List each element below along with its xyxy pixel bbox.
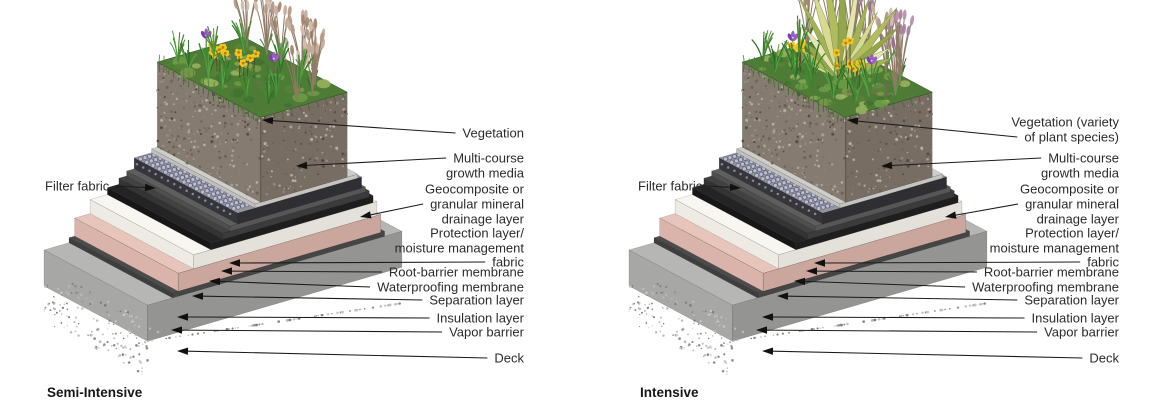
label-protection-line0: Protection layer/ [430, 226, 524, 241]
leader-drainage [955, 203, 1019, 216]
label-protection-line0: Protection layer/ [1025, 226, 1119, 241]
arrowhead-root_barrier-icon [221, 267, 232, 275]
label-filter-fabric: Filter fabric [45, 179, 110, 194]
leader-root_barrier [816, 270, 977, 273]
arrowhead-vapor_barrier-icon [171, 326, 182, 334]
leader-insulation [772, 316, 1025, 319]
label-filter-fabric: Filter fabric [638, 179, 703, 194]
arrowhead-separation-icon [192, 292, 204, 300]
arrowhead-waterproofing-icon [209, 277, 221, 286]
leader-deck [187, 350, 488, 359]
arrowhead-deck-icon [177, 347, 189, 355]
label-drainage-line2: drainage layer [1037, 212, 1120, 227]
leader-deck [772, 350, 1083, 359]
arrowhead-protection-icon [814, 259, 825, 267]
label-drainage-line2: drainage layer [442, 212, 525, 227]
leader-insulation [187, 316, 430, 319]
leader-growth_media [306, 157, 447, 166]
leader-vapor_barrier [181, 329, 443, 333]
leader-vegetation [857, 120, 1018, 138]
label-protection-line1: moisture management [990, 241, 1120, 256]
label-growth_media-line1: growth media [446, 166, 525, 181]
leader-protection [239, 261, 486, 264]
arrowhead-growth_media-icon [296, 161, 308, 170]
label-protection-line2: fabric [1087, 255, 1119, 270]
panel-caption: Intensive [640, 385, 699, 400]
label-growth_media-line0: Multi-course [453, 151, 524, 166]
label-drainage-line1: granular mineral [430, 197, 524, 212]
leader-vapor_barrier [766, 329, 1038, 333]
label-drainage-line0: Geocomposite or [425, 182, 525, 197]
arrowhead-growth_media-icon [881, 161, 893, 170]
arrowhead-drainage-icon [945, 211, 957, 219]
label-growth_media-line0: Multi-course [1048, 151, 1119, 166]
leader-waterproofing [804, 280, 966, 288]
leader-vegetation [272, 120, 456, 134]
leader-waterproofing [219, 280, 371, 288]
leader-filter-fabric [708, 185, 731, 188]
label-protection-line1: moisture management [395, 241, 525, 256]
label-vegetation-line0: Vegetation (variety [1011, 115, 1119, 130]
label-separation-line0: Separation layer [429, 293, 524, 308]
vegetation-group [156, 0, 348, 125]
panel-caption: Semi-Intensive [47, 385, 143, 400]
arrowhead-root_barrier-icon [806, 267, 817, 275]
leader-drainage [370, 203, 424, 216]
arrowhead-vegetation-icon [262, 117, 274, 125]
arrowhead-drainage-icon [360, 211, 372, 219]
vegetation-group [741, 0, 933, 125]
leader-separation [787, 295, 1018, 301]
label-deck-line0: Deck [494, 351, 524, 366]
label-vapor_barrier-line0: Vapor barrier [449, 325, 525, 340]
leader-protection [824, 261, 1081, 264]
label-drainage-line0: Geocomposite or [1020, 182, 1120, 197]
leader-filter-fabric [115, 185, 146, 189]
arrowhead-filter-fabric-icon [729, 183, 741, 191]
label-protection-line2: fabric [492, 255, 524, 270]
label-root_barrier-line0: Root-barrier membrane [389, 265, 524, 280]
label-insulation-line0: Insulation layer [1032, 311, 1120, 326]
label-vegetation-line0: Vegetation [463, 126, 524, 141]
arrowhead-insulation-icon [762, 313, 773, 321]
label-insulation-line0: Insulation layer [437, 311, 525, 326]
arrowhead-separation-icon [777, 292, 789, 300]
label-vegetation-line1: of plant species) [1024, 130, 1119, 145]
arrowhead-filter-fabric-icon [144, 183, 156, 192]
label-deck-line0: Deck [1089, 351, 1119, 366]
label-root_barrier-line0: Root-barrier membrane [984, 265, 1119, 280]
leader-growth_media [891, 157, 1042, 167]
label-drainage-line1: granular mineral [1025, 197, 1119, 212]
arrowhead-deck-icon [762, 347, 774, 355]
layer-stack [628, 36, 988, 375]
label-growth_media-line1: growth media [1041, 166, 1120, 181]
leader-root_barrier [231, 270, 382, 273]
label-waterproofing-line0: Waterproofing membrane [972, 280, 1119, 295]
arrowhead-insulation-icon [177, 313, 188, 321]
arrowhead-waterproofing-icon [794, 277, 806, 286]
arrowhead-vegetation-icon [847, 117, 859, 125]
label-vapor_barrier-line0: Vapor barrier [1044, 325, 1120, 340]
arrowhead-protection-icon [229, 259, 240, 267]
arrowhead-vapor_barrier-icon [756, 326, 767, 334]
label-separation-line0: Separation layer [1024, 293, 1119, 308]
label-waterproofing-line0: Waterproofing membrane [377, 280, 524, 295]
leader-separation [202, 295, 423, 301]
